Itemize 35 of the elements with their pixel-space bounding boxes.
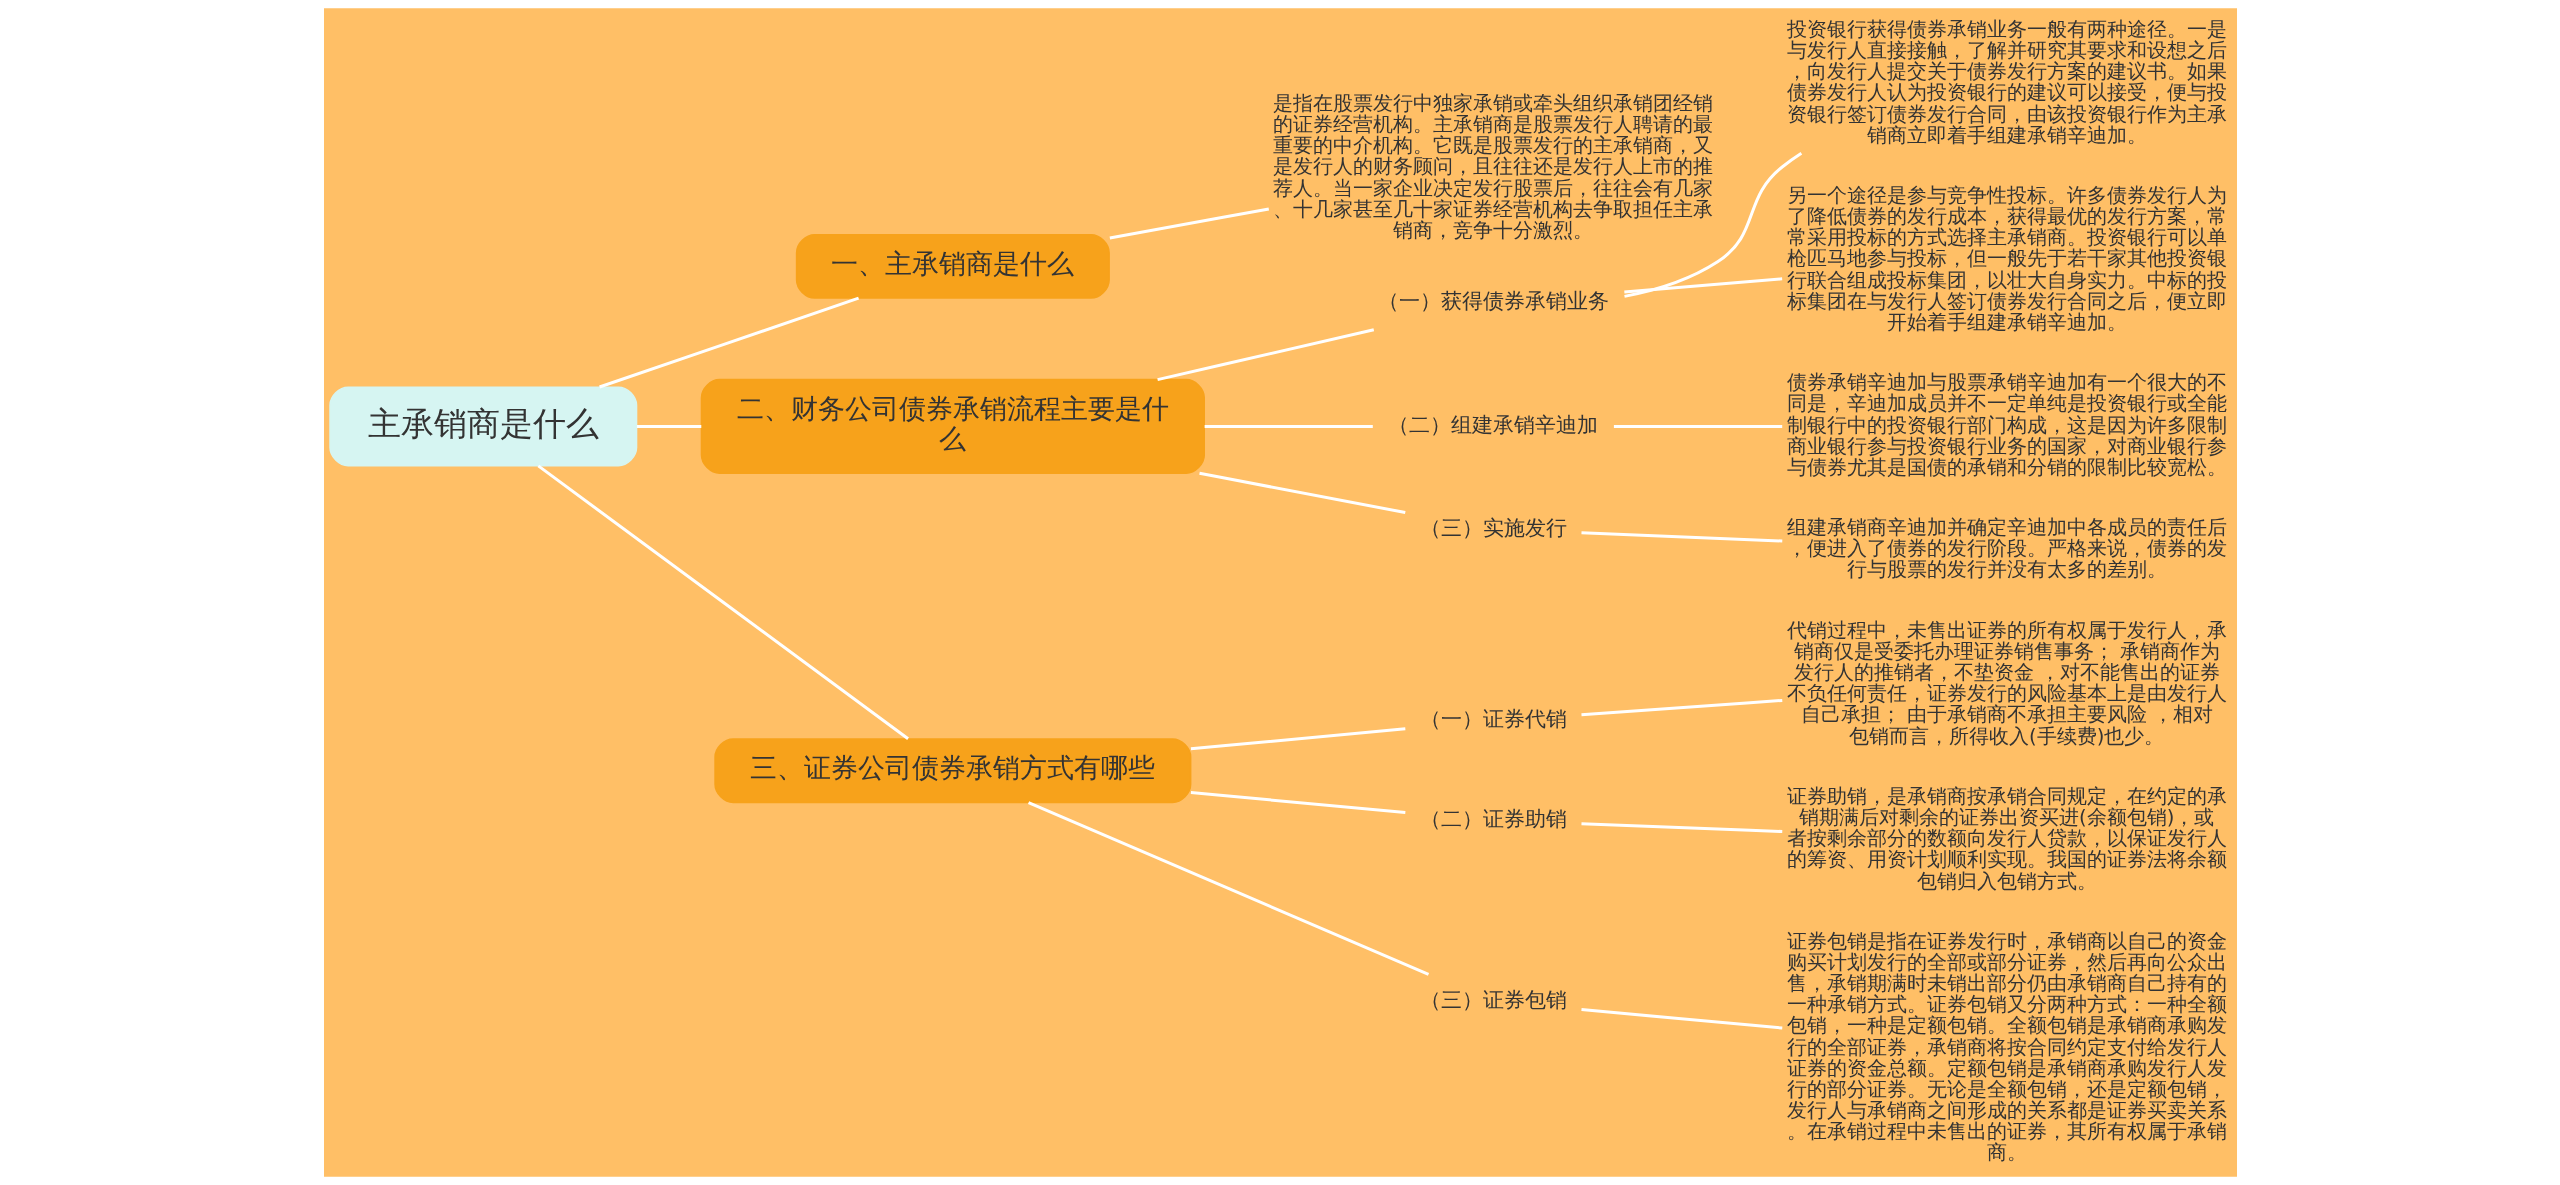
node-box: 三、证券公司债券承销方式有哪些 xyxy=(713,738,1191,804)
node-text: （三）实施发行 xyxy=(1419,514,1567,540)
connector xyxy=(1623,277,1782,294)
node-text: 投资银行获得债券承销业务一般有两种途径。一是与发行人直接接触，了解并研究其要求和设想之后，向发行人提交关于债券发行方案的建议书。如果债券发行人认为投资银行的建议可以接受，便与投资银行签订债券发行合同，由该投资银行作为主承销商立即着手组建承销辛迪加。 xyxy=(1786,17,2227,147)
connector xyxy=(1580,1008,1782,1030)
connector xyxy=(1027,801,1429,976)
connector xyxy=(1190,727,1405,751)
node-box: 主承销商是什么 xyxy=(328,386,637,467)
connector xyxy=(1156,328,1374,382)
connector xyxy=(1613,424,1782,428)
connector xyxy=(1580,822,1782,834)
node-text: 债券承销辛迪加与股票承销辛迪加有一个很大的不同是，辛迪加成员并不一定单纯是投资银行或全能制银行中的投资银行部门构成，这是因为许多限制商业银行参与投资银行业务的国家，对商业银行参与债券尤其是国债的承销和分销的限制比较宽松。 xyxy=(1786,371,2227,479)
connector xyxy=(1204,424,1373,428)
node-text: （三）证券包销 xyxy=(1419,987,1567,1013)
node-text: （一）获得债券承销业务 xyxy=(1377,288,1609,314)
connector xyxy=(1190,791,1405,814)
connector xyxy=(1580,698,1782,717)
node-text: 代销过程中，未售出证券的所有权属于发行人，承销商仅是受委托办理证券销售事务； 承销商作为发行人的推销者，不垫资金 ，对不能售出的证券不负任何责任，证券发行的风险基本上是由发行人自己承担； 由于承销商不承担主要风险 ，相对包销而言，所得收入(手续费)也少。 xyxy=(1786,618,2227,748)
connector xyxy=(1623,152,1802,298)
node-box: 一、主承销商是什么 xyxy=(795,233,1110,299)
node-text: （二）组建承销辛迪加 xyxy=(1387,412,1598,437)
connector xyxy=(636,424,701,428)
connector xyxy=(1198,471,1406,515)
connector xyxy=(536,464,909,740)
node-text: 是指在股票发行中独家承销或牵头组织承销团经销的证券经营机构。主承销商是股票发行人聘请的最重要的中介机构。它既是股票发行的主承销商，又是发行人的财务顾问，且往往还是发行人上市的推荐人。当一家企业决定发行股票后，往往会有几家、十几家甚至几十家证券经营机构去争取担任主承销商，竞争十分激烈。 xyxy=(1272,91,1713,242)
node-box: 二、财务公司债券承销流程主要是什么 xyxy=(700,378,1205,474)
connector xyxy=(1109,207,1269,240)
node-text: （一）证券代销 xyxy=(1419,706,1567,732)
connector xyxy=(1580,531,1782,543)
connector xyxy=(598,296,859,389)
node-text: 证券助销，是承销商按承销合同规定，在约定的承销期满后对剩余的证券出资买进(余额包销)，或者按剩余部分的数额向发行人贷款，以保证发行人的筹资、用资计划顺利实现。我国的证券法将余额包销归入包销方式。 xyxy=(1786,784,2227,893)
node-text: （二）证券助销 xyxy=(1419,806,1567,832)
node-text: 证券包销是指在证券发行时，承销商以自己的资金购买计划发行的全部或部分证券，然后再向公众出售，承销期满时未销出部分仍由承销商自己持有的一种承销方式。证券包销又分两种方式：一种全额包销，一种是定额包销。全额包销是承销商承购发行的全部证券，承销商将按合同约定支付给发行人证券的资金总额。定额包销是承销商承购发行人发行的部分证券。无论是全额包销，还是定额包销，发行人与承销商之间形成的关系都是证券买卖关系。在承销过程中未售出的证券，其所有权属于承销商。 xyxy=(1786,929,2227,1165)
node-text: 另一个途径是参与竞争性投标。许多债券发行人为了降低债券的发行成本，获得最优的发行方案，常常采用投标的方式选择主承销商。投资银行可以单枪匹马地参与投标，但一般先于若干家其他投资银行联合组成投标集团，以壮大自身实力。中标的投标集团在与发行人签订债券发行合同之后，便立即开始着手组建承销辛迪加。 xyxy=(1786,184,2227,334)
node-text: 组建承销商辛迪加并确定辛迪加中各成员的责任后，便进入了债券的发行阶段。严格来说，债券的发行与股票的发行并没有太多的差别。 xyxy=(1786,516,2227,582)
